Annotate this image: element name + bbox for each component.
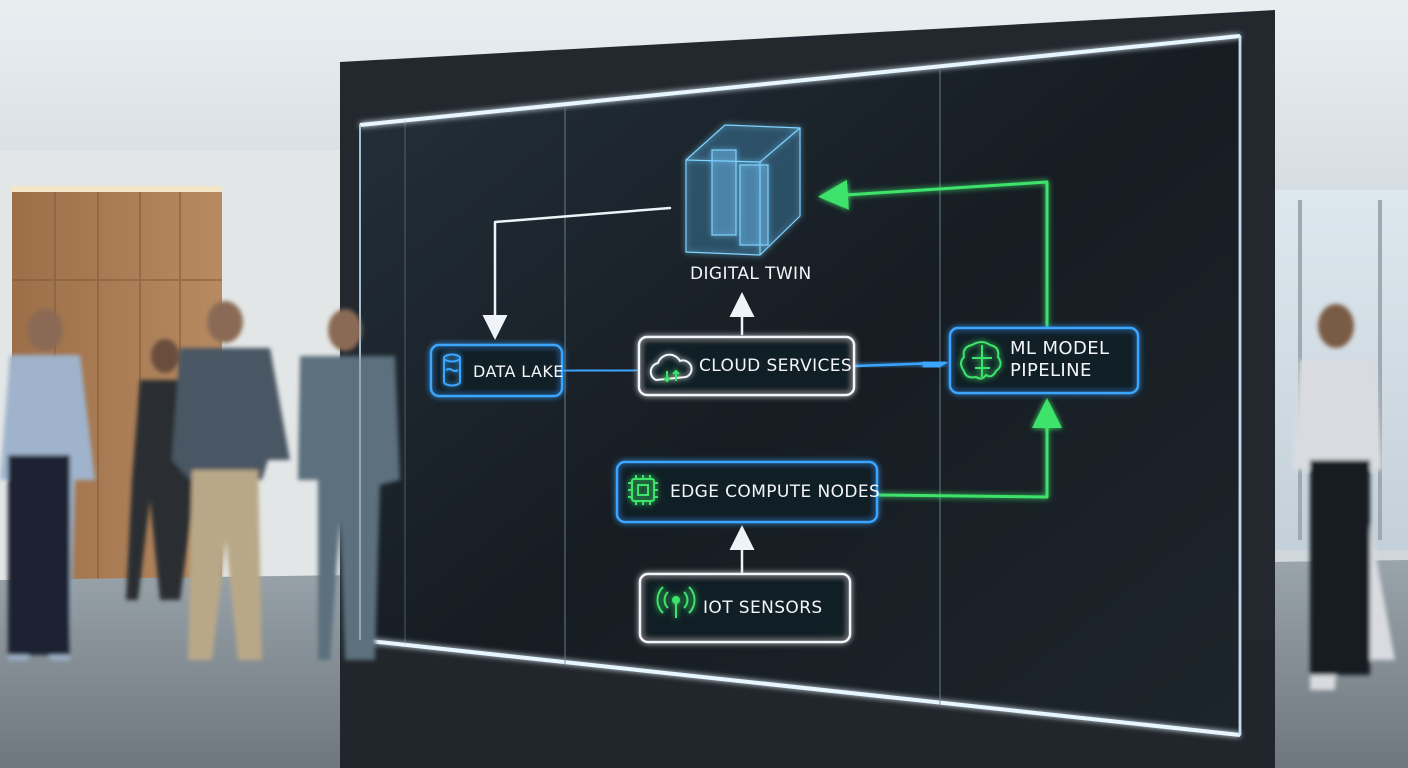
- digital-twin-cube-icon: [685, 124, 801, 256]
- digital-twin-label: DIGITAL TWIN: [690, 264, 812, 284]
- cloud-sync-icon: [649, 353, 693, 383]
- data-lake-label: DATA LAKE: [473, 362, 564, 381]
- brain-icon: [960, 341, 1002, 380]
- edge-edge-to-ml: [876, 398, 1062, 499]
- chip-icon: [628, 475, 658, 505]
- iot-sensors-label: IOT SENSORS: [703, 598, 823, 618]
- antenna-signal-icon: [656, 586, 696, 618]
- edge-cloud-to-ml: [853, 351, 948, 377]
- edge-compute-nodes-label: EDGE COMPUTE NODES: [670, 482, 881, 502]
- ml-model-pipeline-label: ML MODEL PIPELINE: [1010, 338, 1110, 381]
- edge-digital-twin-to-data-lake: [482, 206, 672, 340]
- database-icon: [443, 353, 461, 387]
- edge-data-lake-to-cloud: [561, 357, 638, 383]
- cloud-services-box: [637, 335, 856, 397]
- data-lake-box: [429, 343, 564, 398]
- cloud-services-label: CLOUD SERVICES: [699, 356, 853, 376]
- ml-model-pipeline-box: [948, 326, 1140, 395]
- edge-ml-to-digital-twin: [818, 179, 1049, 328]
- edge-compute-nodes-box: [615, 460, 879, 524]
- people-silhouettes: [0, 301, 1395, 690]
